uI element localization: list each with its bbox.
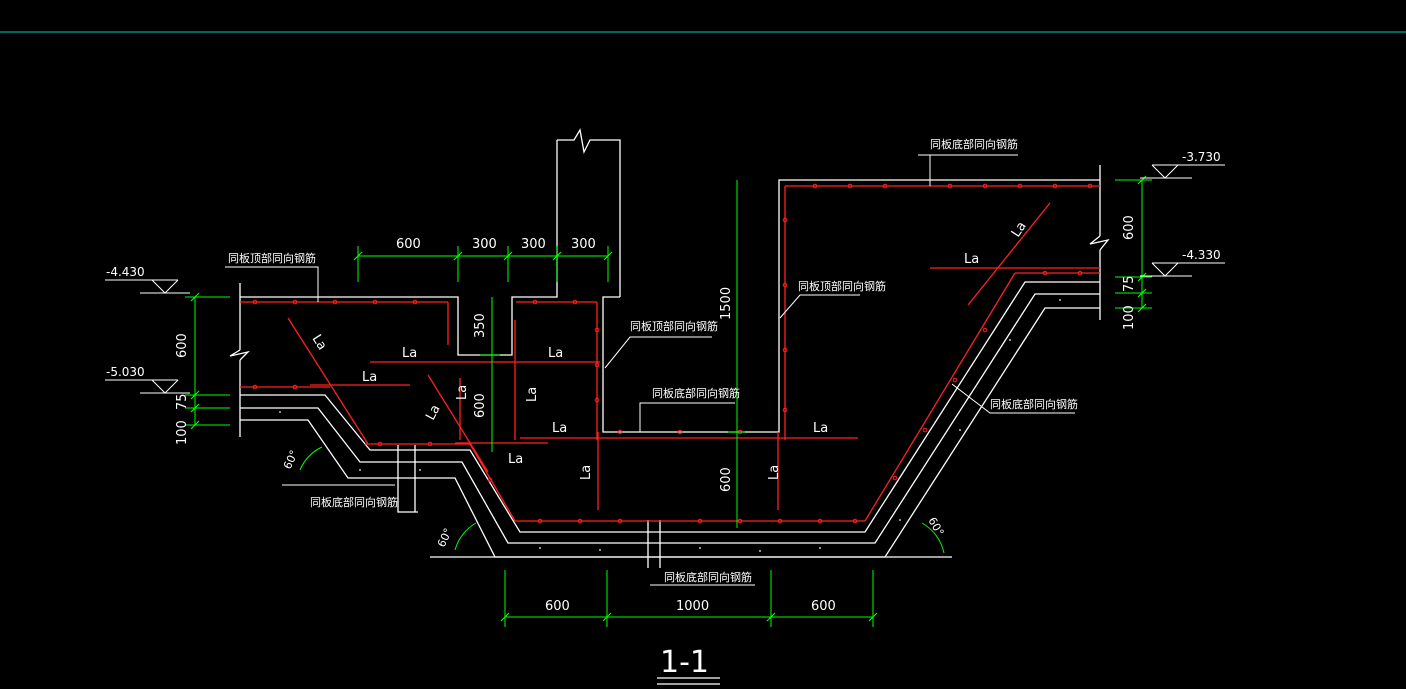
dim-inner-350: 350	[473, 313, 488, 338]
dim-right-2: 75	[1122, 275, 1137, 292]
dim-bottom-2: 1000	[676, 599, 709, 614]
dimension-lines	[185, 179, 1152, 627]
level-right-bottom: -4.330	[1182, 248, 1221, 262]
note-bottom-right-top: 同板底部同向钢筋	[930, 137, 1018, 151]
note-top-center: 同板顶部同向钢筋	[630, 319, 718, 333]
dim-right-1: 600	[1122, 215, 1137, 240]
dim-bottom-3: 600	[811, 599, 836, 614]
rebar-lines	[240, 185, 1100, 522]
la-label-4: La	[552, 421, 567, 436]
rebar-dots	[252, 183, 1093, 524]
la-label-11: La	[767, 465, 782, 480]
la-label-12: La	[309, 332, 330, 353]
la-label-6: La	[813, 421, 828, 436]
dim-left-3: 100	[175, 420, 190, 445]
angle-left-upper: 60°	[281, 448, 301, 471]
la-label-8: La	[455, 385, 470, 400]
section-title: 1-1	[660, 645, 709, 680]
dim-bottom-1: 600	[545, 599, 570, 614]
concrete-outline	[229, 128, 1110, 568]
dim-top-1: 600	[396, 237, 421, 252]
note-top-pit: 同板顶部同向钢筋	[798, 279, 886, 293]
dim-top-3: 300	[521, 237, 546, 252]
dim-right-3: 100	[1122, 305, 1137, 330]
dim-left-1: 600	[175, 333, 190, 358]
la-label-2: La	[548, 346, 563, 361]
dim-top-4: 300	[571, 237, 596, 252]
la-label-1: La	[402, 346, 417, 361]
la-label-9: La	[525, 387, 540, 402]
note-bottom-center: 同板底部同向钢筋	[652, 386, 740, 400]
dim-inner-1500: 1500	[719, 287, 734, 320]
la-label-10: La	[579, 465, 594, 480]
la-label-3: La	[362, 370, 377, 385]
note-bottom-left: 同板底部同向钢筋	[310, 495, 398, 509]
la-label-7: La	[964, 252, 979, 267]
note-top-left: 同板顶部同向钢筋	[228, 251, 316, 265]
dim-inner-600-mid: 600	[719, 467, 734, 492]
dim-top-2: 300	[472, 237, 497, 252]
level-left-bottom: -5.030	[106, 365, 145, 379]
leader-lines	[225, 154, 1075, 586]
dimension-ticks	[190, 175, 1147, 622]
angle-right-lower: 60°	[925, 515, 946, 538]
concrete-hatch	[279, 299, 1061, 552]
level-right-top: -3.730	[1182, 150, 1221, 164]
dim-left-2: 75	[175, 393, 190, 410]
angle-left-lower: 60°	[435, 526, 455, 549]
la-label-5: La	[508, 452, 523, 467]
la-label-14: La	[1009, 219, 1030, 240]
la-label-13: La	[423, 402, 443, 422]
dim-inner-600-left: 600	[473, 393, 488, 418]
level-left-top: -4.430	[106, 265, 145, 279]
note-bottom-right: 同板底部同向钢筋	[990, 397, 1078, 411]
level-markers	[105, 164, 1225, 394]
note-bottom-base: 同板底部同向钢筋	[664, 570, 752, 584]
